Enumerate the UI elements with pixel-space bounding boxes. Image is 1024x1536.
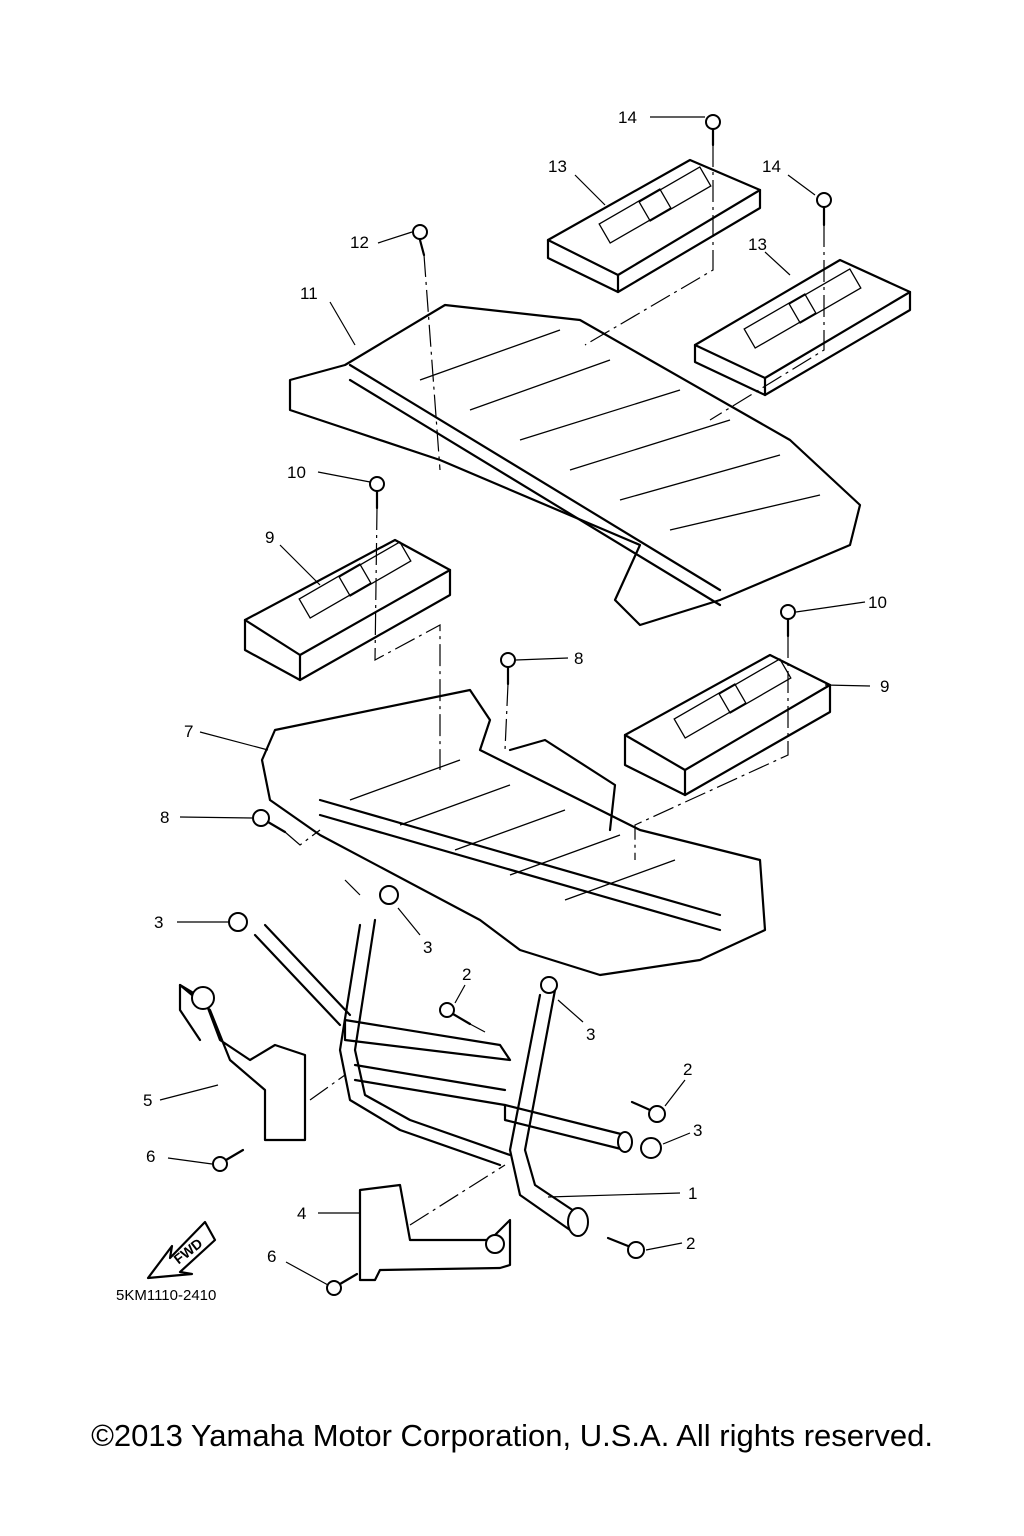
parts-diagram: FWD 14 13 14 13 12 11 10 [116,108,912,1304]
part-9-pad-left [243,538,452,682]
callout-4: 4 [297,1204,306,1223]
callout-13a: 13 [548,157,567,176]
callout-1: 1 [688,1184,697,1203]
part-11-rear-carrier [288,303,862,627]
callout-10a: 10 [287,463,306,482]
callout-3a: 3 [154,913,163,932]
callout-6b: 6 [267,1247,276,1266]
part-4-side-bracket [358,1183,512,1282]
diagram-code: 5KM1110-2410 [116,1287,216,1304]
callout-11: 11 [300,284,318,303]
part-7-front-carrier [260,688,767,977]
alignment-lines [284,145,825,1226]
callout-2c: 2 [686,1234,695,1253]
callout-9a: 9 [265,528,274,547]
callout-8a: 8 [574,649,583,668]
copyright-notice: ©2013 Yamaha Motor Corporation, U.S.A. A… [91,1418,933,1453]
callout-3c: 3 [586,1025,595,1044]
part-13-pad-right [693,258,912,397]
fwd-label: FWD [170,1235,205,1267]
callout-10b: 10 [868,593,887,612]
fwd-arrow: FWD [146,1220,217,1280]
callout-12: 12 [350,233,369,252]
callout-3b: 3 [423,938,432,957]
callout-14b: 14 [762,157,781,176]
leader-lines [159,116,871,1286]
callout-3d: 3 [693,1121,702,1140]
callouts: 14 13 14 13 12 11 10 9 10 8 9 7 8 3 3 2 … [143,108,889,1266]
callout-7: 7 [184,722,193,741]
callout-13b: 13 [748,235,767,254]
callout-14a: 14 [618,108,637,127]
callout-5: 5 [143,1091,152,1110]
part-1-bracket-frame [253,918,633,1237]
callout-8b: 8 [160,808,169,827]
part-9-pad-right [623,653,832,797]
callout-9b: 9 [880,677,889,696]
part-5-side-bracket [178,983,307,1142]
fasteners [212,114,832,1296]
callout-2b: 2 [683,1060,692,1079]
callout-6a: 6 [146,1147,155,1166]
callout-2a: 2 [462,965,471,984]
part-13-pad-left [546,158,762,294]
